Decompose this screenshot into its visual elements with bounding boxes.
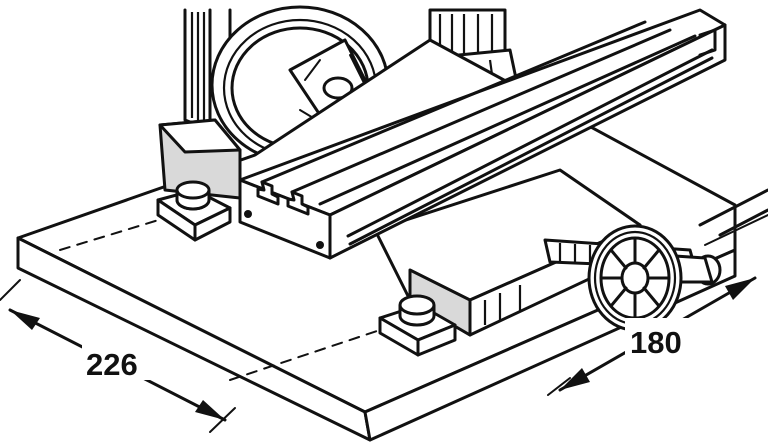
dimension-length [0,279,236,433]
dimension-width [547,214,768,396]
clamp-right [378,294,457,357]
worktable [238,8,727,260]
width-dimension-label: 180 [630,325,682,360]
length-dimension-label: 226 [86,347,138,382]
crossfeed-handwheel [587,224,683,332]
clamp-left [156,180,232,242]
